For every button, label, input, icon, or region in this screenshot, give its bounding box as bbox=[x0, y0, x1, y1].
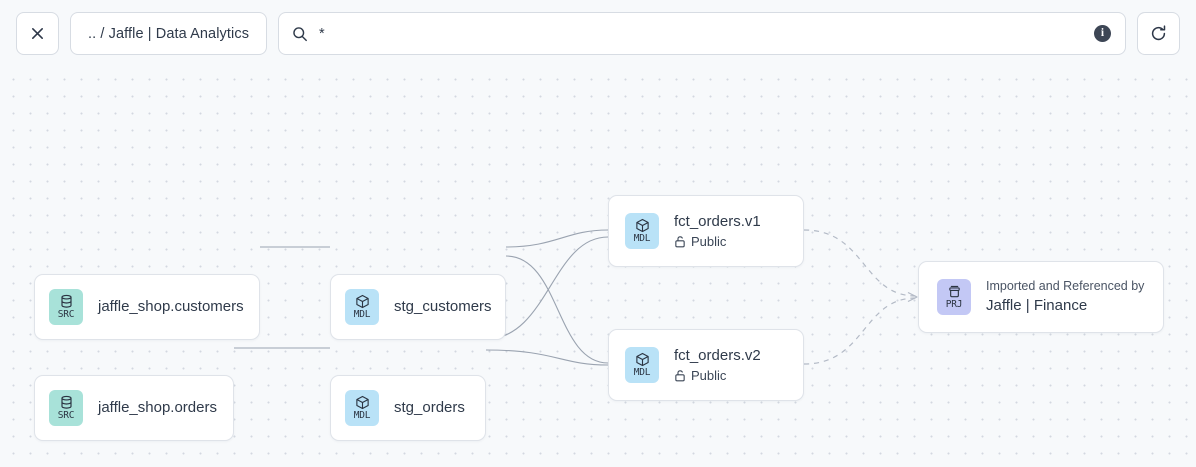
breadcrumb[interactable]: .. / Jaffle | Data Analytics bbox=[70, 12, 268, 55]
refresh-icon bbox=[1151, 25, 1166, 41]
node-title: fct_orders.v2 bbox=[674, 346, 761, 364]
edge-stgord-to-v1 bbox=[485, 236, 609, 340]
node-stg-orders[interactable]: MDL stg_orders bbox=[330, 375, 486, 441]
node-title: stg_customers bbox=[394, 297, 492, 315]
toolbar: .. / Jaffle | Data Analytics i bbox=[0, 0, 1196, 67]
badge-label: MDL bbox=[353, 309, 371, 321]
badge-label: MDL bbox=[353, 410, 371, 422]
info-icon[interactable]: i bbox=[1094, 25, 1111, 42]
node-stg-customers[interactable]: MDL stg_customers bbox=[330, 274, 506, 340]
cube-icon bbox=[355, 295, 369, 309]
close-button[interactable] bbox=[16, 12, 59, 55]
edge-v1-to-project bbox=[803, 229, 917, 297]
badge-mdl: MDL bbox=[625, 213, 659, 249]
node-text: stg_orders bbox=[394, 399, 465, 418]
edge-v2-to-project bbox=[803, 297, 917, 365]
unlock-icon bbox=[675, 236, 685, 248]
node-text: Imported and Referenced by Jaffle | Fina… bbox=[986, 278, 1144, 316]
close-icon bbox=[32, 28, 43, 39]
badge-mdl: MDL bbox=[345, 289, 379, 325]
refresh-button[interactable] bbox=[1137, 12, 1180, 55]
node-jaffle-finance-project[interactable]: PRJ Imported and Referenced by Jaffle | … bbox=[918, 261, 1164, 333]
badge-src: SRC bbox=[49, 289, 83, 325]
badge-src: SRC bbox=[49, 390, 83, 426]
node-title: jaffle_shop.orders bbox=[98, 398, 217, 416]
cube-icon bbox=[355, 396, 369, 410]
edge-stgord-to-v2 bbox=[485, 349, 609, 366]
node-fct-orders-v1[interactable]: MDL fct_orders.v1 Public bbox=[608, 195, 804, 267]
database-icon bbox=[60, 396, 72, 409]
node-text: stg_customers bbox=[394, 298, 492, 317]
node-jaffle-shop-orders[interactable]: SRC jaffle_shop.orders bbox=[34, 375, 234, 441]
edge-stgcust-to-v1 bbox=[505, 229, 609, 248]
graph-canvas[interactable]: SRC jaffle_shop.customers SRC jaffle_sho… bbox=[0, 67, 1196, 467]
badge-mdl: MDL bbox=[625, 347, 659, 383]
search-input[interactable] bbox=[319, 25, 1083, 42]
search-box[interactable]: i bbox=[278, 12, 1126, 55]
badge-label: SRC bbox=[57, 410, 75, 422]
edge-arrowhead bbox=[907, 291, 918, 303]
visibility-row: Public bbox=[674, 234, 761, 250]
node-title: jaffle_shop.customers bbox=[98, 297, 244, 315]
database-icon bbox=[60, 295, 72, 308]
breadcrumb-label: .. / Jaffle | Data Analytics bbox=[88, 25, 250, 42]
visibility-label: Public bbox=[691, 233, 727, 249]
node-title: stg_orders bbox=[394, 398, 465, 416]
visibility-row: Public bbox=[674, 368, 761, 384]
node-jaffle-shop-customers[interactable]: SRC jaffle_shop.customers bbox=[34, 274, 260, 340]
badge-prj: PRJ bbox=[937, 279, 971, 315]
node-fct-orders-v2[interactable]: MDL fct_orders.v2 Public bbox=[608, 329, 804, 401]
project-icon bbox=[948, 286, 960, 298]
cube-icon bbox=[635, 219, 649, 233]
unlock-icon bbox=[675, 370, 685, 382]
node-text: jaffle_shop.orders bbox=[98, 399, 217, 418]
node-text: jaffle_shop.customers bbox=[98, 298, 244, 317]
edge-stgcust-to-v2 bbox=[505, 255, 609, 364]
node-title: Jaffle | Finance bbox=[986, 297, 1088, 315]
visibility-label: Public bbox=[691, 367, 727, 383]
search-icon bbox=[293, 26, 307, 41]
node-title: fct_orders.v1 bbox=[674, 212, 761, 230]
node-text: fct_orders.v2 Public bbox=[674, 347, 761, 383]
node-text: fct_orders.v1 Public bbox=[674, 213, 761, 249]
badge-mdl: MDL bbox=[345, 390, 379, 426]
badge-label: SRC bbox=[57, 309, 75, 321]
graph-edges bbox=[234, 229, 918, 366]
badge-label: MDL bbox=[633, 233, 651, 245]
badge-label: PRJ bbox=[945, 299, 963, 311]
badge-label: MDL bbox=[633, 367, 651, 379]
cube-icon bbox=[635, 353, 649, 367]
node-kicker: Imported and Referenced by bbox=[986, 279, 1145, 294]
